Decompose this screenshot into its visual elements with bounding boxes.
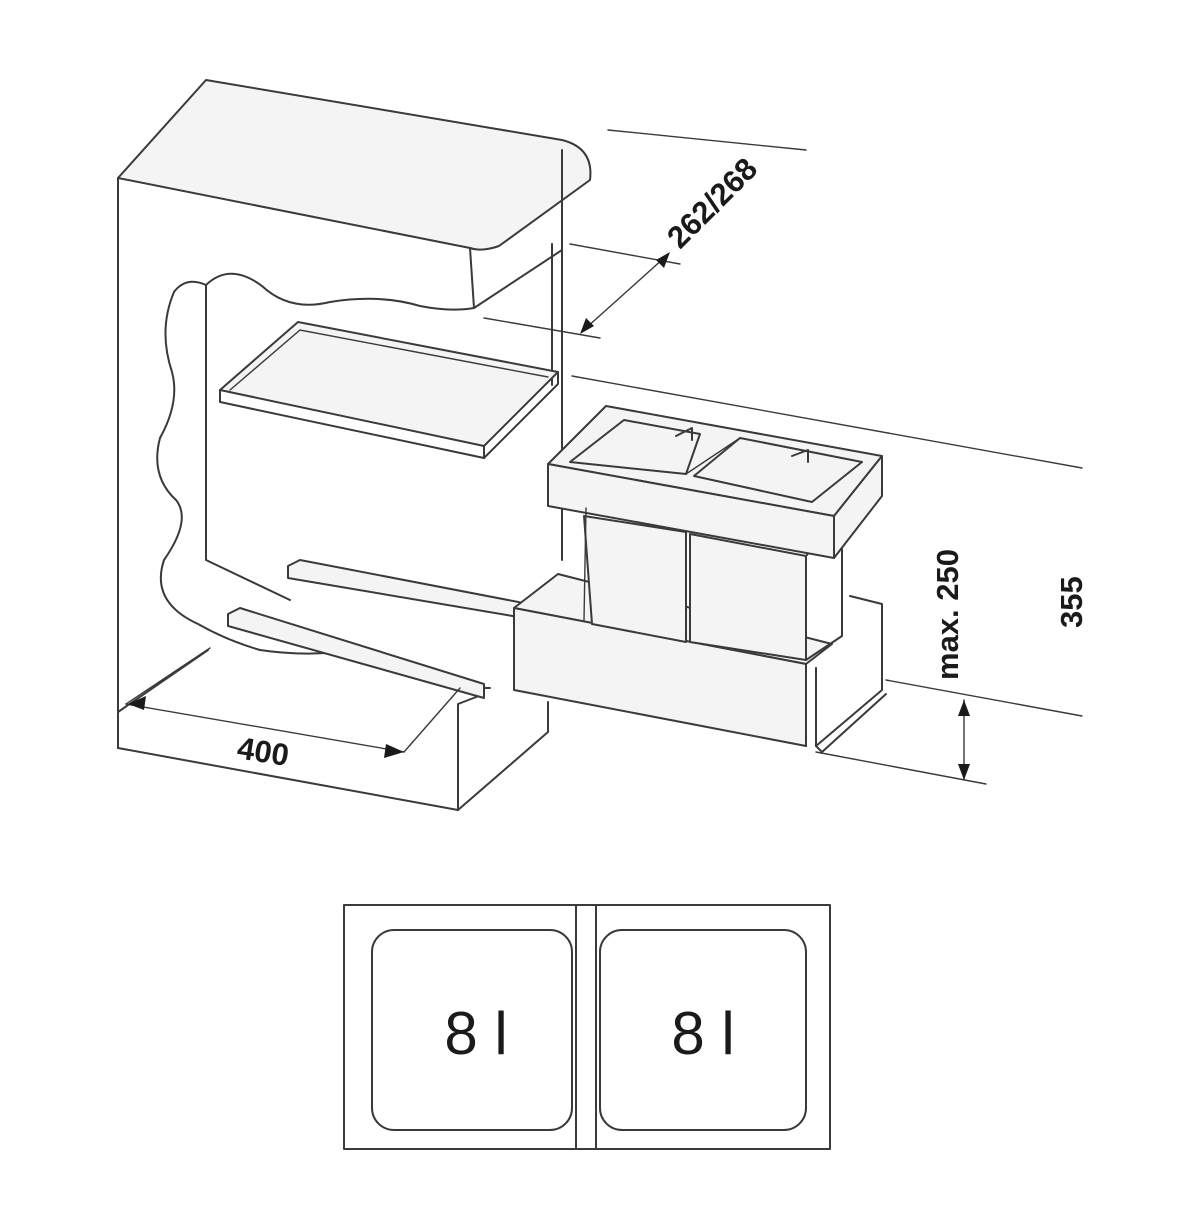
top-view-divider	[575, 904, 597, 1150]
top-view-frame	[343, 904, 831, 1150]
compartment-left	[371, 929, 573, 1131]
dim-total-height-label: 355	[1054, 576, 1089, 628]
compartment-left-volume: 8 l	[444, 1000, 507, 1067]
bin-right	[689, 533, 807, 661]
countertop	[117, 79, 592, 251]
runner-lower	[227, 607, 485, 699]
lid-shelf	[219, 321, 559, 459]
compartment-right-volume: 8 l	[671, 1000, 734, 1067]
arrow-head	[958, 700, 970, 716]
arrow-head	[384, 744, 404, 758]
dimension-height: max. 250 355	[571, 375, 1089, 785]
arrow-head	[580, 318, 594, 334]
dim-inner-depth-label: 262/268	[660, 151, 764, 255]
arrow-head	[128, 696, 146, 710]
compartment-right	[599, 929, 807, 1131]
dim-max-height-label: max. 250	[930, 549, 965, 680]
runners	[227, 559, 561, 699]
bin-unit	[513, 405, 887, 753]
dim-depth-label: 400	[235, 730, 292, 773]
lid-plate	[219, 321, 559, 447]
bin-left	[583, 515, 687, 643]
cabinet	[117, 79, 592, 811]
arrow-head	[656, 252, 670, 268]
dimension-depth: 400	[125, 647, 461, 773]
arrow-head	[958, 764, 970, 780]
top-view: 8 l 8 l	[343, 904, 831, 1150]
